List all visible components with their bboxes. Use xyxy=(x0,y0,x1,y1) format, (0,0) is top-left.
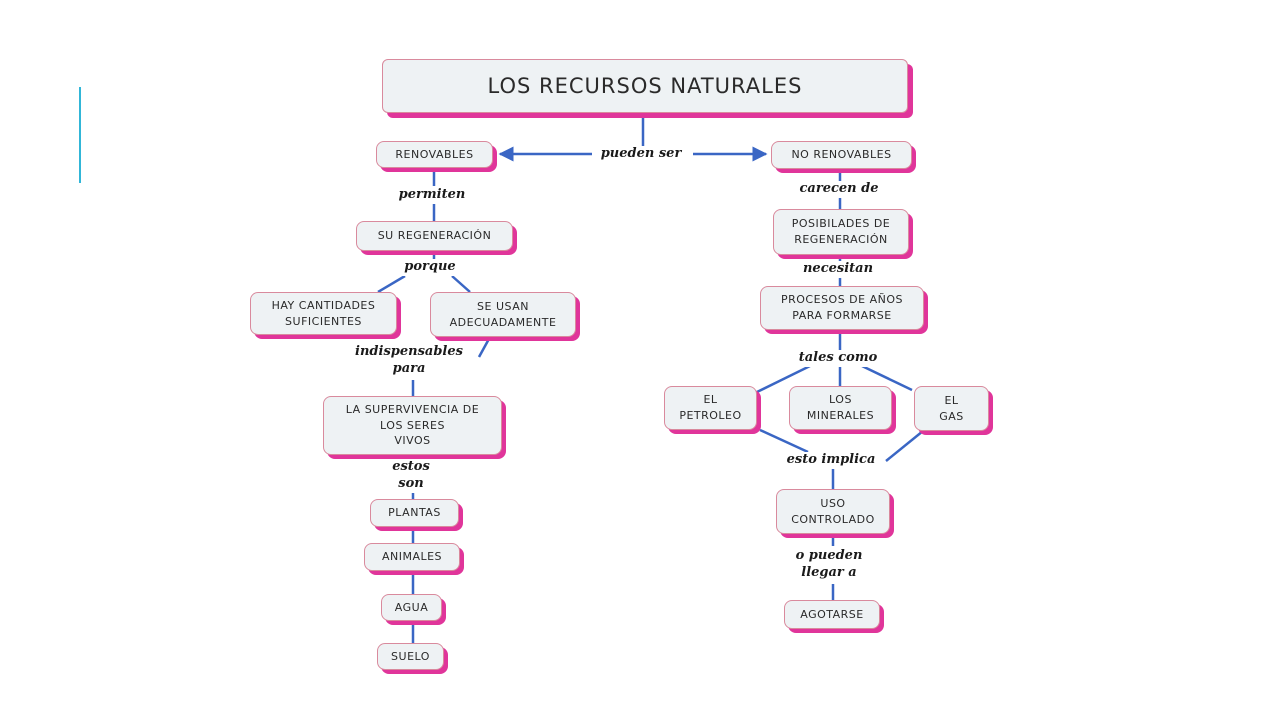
node-title: LOS RECURSOS NATURALES xyxy=(382,59,908,113)
link-label-necesitan: necesitan xyxy=(799,261,877,278)
node-supervivencia: LA SUPERVIVENCIA DE LOS SERES VIVOS xyxy=(323,396,502,455)
node-suelo: SUELO xyxy=(377,643,444,670)
node-animales: ANIMALES xyxy=(364,543,460,571)
node-renovables: RENOVABLES xyxy=(376,141,493,168)
node-procesos-de-anos: PROCESOS DE AÑOS PARA FORMARSE xyxy=(760,286,924,330)
node-agua: AGUA xyxy=(381,594,442,621)
connector-tales-petroleo xyxy=(756,364,811,394)
node-posibilidades-regeneracion: POSIBILADES DE REGENERACIÓN xyxy=(773,209,909,255)
node-el-gas: EL GAS xyxy=(914,386,989,431)
link-label-pueden-ser: pueden ser xyxy=(597,146,685,163)
node-se-usan-adecuadamente: SE USAN ADECUADAMENTE xyxy=(430,292,576,337)
link-label-esto-implica: esto implica xyxy=(783,452,879,469)
link-label-estos-son: estos son xyxy=(389,459,433,493)
node-agotarse: AGOTARSE xyxy=(784,600,880,629)
node-no-renovables: NO RENOVABLES xyxy=(771,141,912,169)
link-label-permiten: permiten xyxy=(395,187,469,204)
node-el-petroleo: EL PETROLEO xyxy=(664,386,757,430)
link-label-carecen-de: carecen de xyxy=(796,181,882,198)
link-label-indispensables-para: indispensables para xyxy=(352,344,466,378)
slide-accent-bar xyxy=(79,87,81,183)
link-label-porque: porque xyxy=(401,259,459,276)
node-su-regeneracion: SU REGENERACIÓN xyxy=(356,221,513,251)
connector-porque-adecuadamente xyxy=(451,275,471,293)
link-label-tales-como: tales como xyxy=(795,350,881,367)
node-uso-controlado: USO CONTROLADO xyxy=(776,489,890,534)
node-plantas: PLANTAS xyxy=(370,499,459,527)
link-label-o-pueden-llegar-a: o pueden llegar a xyxy=(792,548,866,582)
node-los-minerales: LOS MINERALES xyxy=(789,386,892,430)
connector-adecuadamente-indispensables xyxy=(477,336,492,358)
connector-gas-implica xyxy=(885,430,924,462)
connector-porque-cantidades xyxy=(377,274,406,294)
node-hay-cantidades: HAY CANTIDADES SUFICIENTES xyxy=(250,292,397,335)
connector-tales-gas xyxy=(861,364,913,392)
connector-petroleo-implica xyxy=(759,428,809,454)
